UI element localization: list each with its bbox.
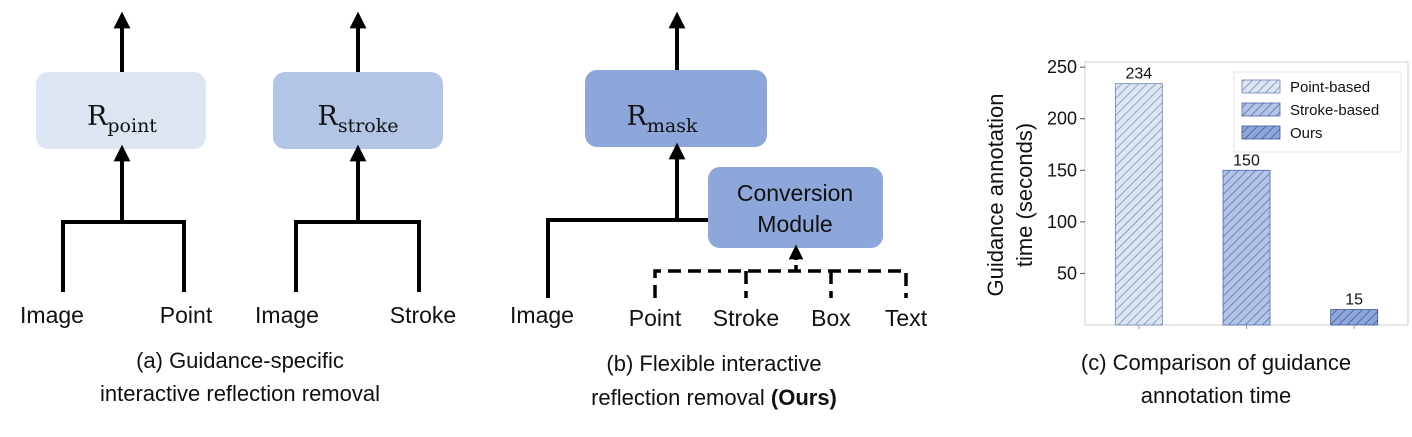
guidance-label-box: Box (811, 305, 851, 331)
module-label: Rpoint (87, 101, 157, 137)
conversion-module-label-line2: Module (757, 211, 832, 237)
legend-label: Point-based (1290, 79, 1370, 96)
input-label-image: Image (20, 302, 84, 328)
module-box-r-mask (585, 70, 767, 147)
module-label: Rstroke (317, 101, 398, 137)
caption-a-line2: interactive reflection removal (100, 381, 380, 406)
caption-c-line1: (c) Comparison of guidance (1081, 350, 1351, 375)
dashed-guidance-bracket (653, 269, 908, 298)
legend-swatch (1241, 125, 1281, 140)
module-symbol: R (627, 101, 648, 132)
y-tick-label: 100 (1047, 212, 1077, 232)
module-label: Rmask (627, 101, 698, 137)
input-label-point: Point (160, 302, 213, 328)
y-axis-label-line1: Guidance annotation (983, 93, 1008, 296)
module-symbol: R (317, 101, 338, 132)
guidance-label-text: Text (885, 305, 928, 331)
caption-b-line1: (b) Flexible interactive (606, 351, 821, 376)
caption-b-line2: reflection removal (Ours) (591, 385, 837, 410)
y-tick-label: 200 (1047, 109, 1077, 129)
conversion-module-label-line1: Conversion (737, 180, 853, 206)
input-bracket (546, 218, 713, 298)
bar-ours (1330, 309, 1379, 326)
bar-stroke-based (1222, 169, 1271, 326)
y-tick-label: 250 (1047, 57, 1077, 77)
y-tick-label: 150 (1047, 160, 1077, 180)
legend-label: Stroke-based (1290, 102, 1379, 119)
module-r-point: Rpoint Image Point (20, 11, 213, 328)
input-label-stroke: Stroke (390, 302, 456, 328)
data-label: 150 (1233, 152, 1260, 169)
guidance-label-point: Point (629, 305, 682, 331)
guidance-label-stroke: Stroke (713, 305, 779, 331)
caption-a-line1: (a) Guidance-specific (136, 348, 344, 373)
legend-swatch (1241, 79, 1281, 94)
caption-b-ours: (Ours) (771, 385, 837, 410)
bars (1114, 83, 1379, 329)
panel-c: 50 100 150 200 250 234 150 15 Guidance annotat… (983, 57, 1409, 408)
panel-a: Rpoint Image Point Rstroke Image Stroke … (20, 11, 456, 406)
conversion-module-box (708, 167, 883, 248)
module-box (273, 72, 443, 149)
data-label: 234 (1125, 66, 1152, 83)
module-subscript: mask (647, 115, 698, 137)
module-subscript: stroke (338, 115, 399, 137)
data-labels: 234 150 15 (1125, 66, 1363, 309)
input-bracket (61, 220, 186, 292)
module-symbol: R (87, 101, 108, 132)
y-tick-label: 50 (1057, 263, 1077, 283)
input-label-image: Image (510, 302, 574, 328)
input-label-image: Image (255, 302, 319, 328)
module-box (36, 72, 206, 149)
panel-b: Rmask Conversion Module Image Point Stro… (510, 11, 928, 410)
legend-swatch (1241, 102, 1281, 117)
module-r-stroke: Rstroke Image Stroke (255, 11, 456, 328)
y-ticks: 50 100 150 200 250 (1047, 57, 1085, 283)
caption-b-line2-text: reflection removal (591, 385, 765, 410)
input-bracket (294, 220, 421, 292)
data-label: 15 (1345, 292, 1363, 309)
bar-point-based (1114, 83, 1163, 326)
caption-c-line2: annotation time (1141, 383, 1291, 408)
y-axis-label-line2: time (seconds) (1012, 123, 1037, 267)
module-subscript: point (107, 115, 157, 137)
legend-label: Ours (1290, 125, 1323, 142)
